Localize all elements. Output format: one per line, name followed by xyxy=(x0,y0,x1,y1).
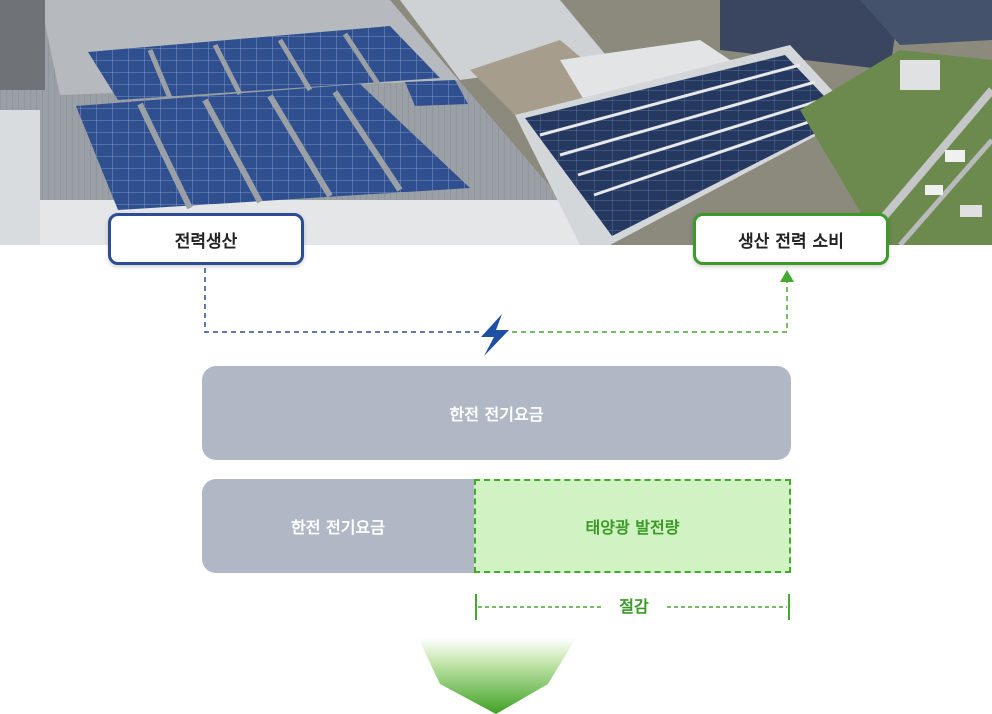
power-production-text: 전력생산 xyxy=(174,231,238,252)
consumption-flow-line xyxy=(512,282,788,333)
kepco-bill-full-text: 한전 전기요금 xyxy=(449,405,544,424)
power-consumption-label: 생산 전력 소비 xyxy=(693,213,889,265)
solar-rooftop-photo xyxy=(0,0,992,245)
power-consumption-text: 생산 전력 소비 xyxy=(738,231,844,252)
power-production-label: 전력생산 xyxy=(108,213,304,265)
consumption-arrowhead xyxy=(780,270,794,282)
kepco-bill-reduced: 한전 전기요금 xyxy=(202,479,502,573)
right-aerial-view xyxy=(390,0,992,245)
solar-generation-text: 태양광 발전량 xyxy=(585,518,680,537)
saving-label: 절감 xyxy=(604,596,664,618)
kepco-bill-full: 한전 전기요금 xyxy=(202,366,791,460)
down-arrow-icon xyxy=(418,638,576,714)
lightning-bolt-icon xyxy=(481,314,509,356)
solar-generation-block: 태양광 발전량 xyxy=(474,479,791,573)
production-flow-line xyxy=(204,268,480,333)
kepco-bill-reduced-text: 한전 전기요금 xyxy=(291,518,385,537)
